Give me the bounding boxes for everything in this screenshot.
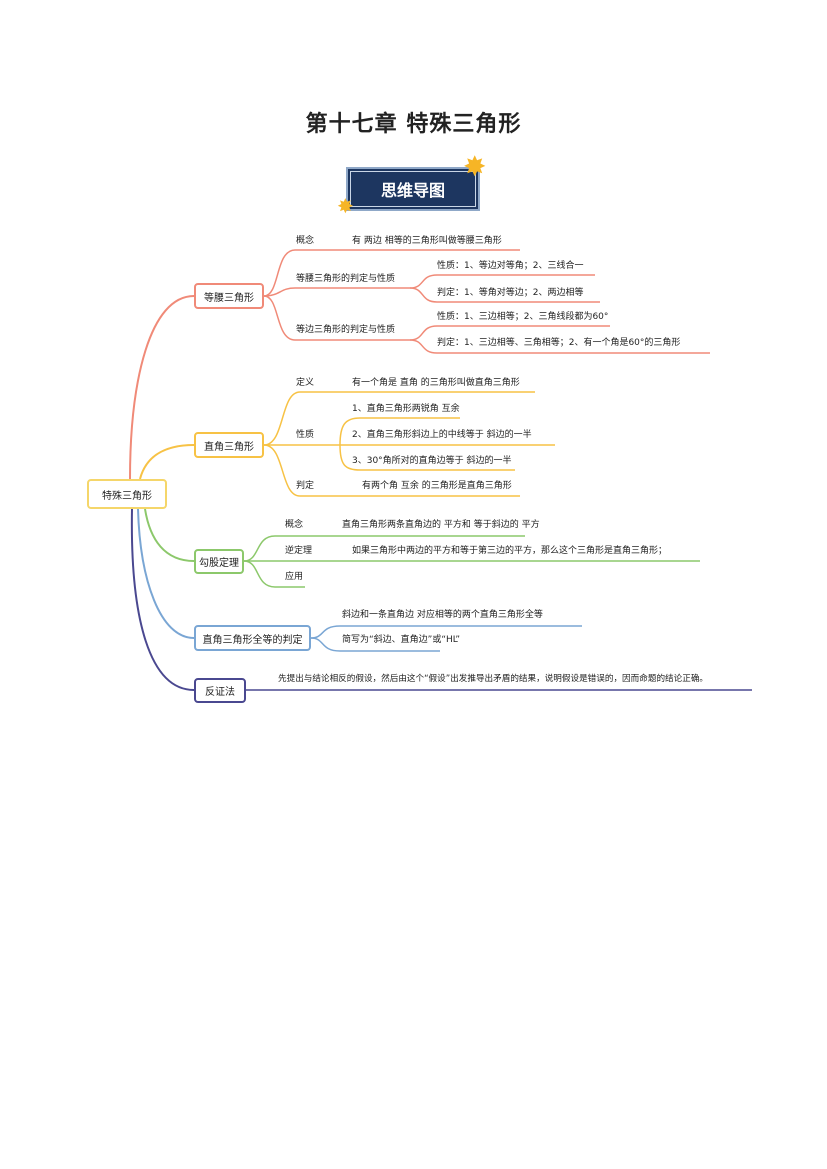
node-text: 有两个角 互余 的三角形是直角三角形: [362, 481, 512, 491]
node-label: 概念: [285, 520, 304, 530]
node-label: 等边三角形的判定与性质: [296, 325, 396, 335]
node-text: 性质：1、等边对等角；2、三线合一: [437, 261, 584, 271]
root-node[interactable]: 特殊三角形: [87, 479, 167, 509]
node-text: 先提出与结论相反的假设，然后由这个“假设”出发推导出矛盾的结果，说明假设是错误的…: [278, 674, 709, 684]
node-label: 定义: [296, 378, 315, 388]
node-text: 简写为“斜边、直角边”或“HL”: [342, 635, 461, 645]
node-label: 应用: [285, 572, 304, 582]
branch-right-triangle[interactable]: 直角三角形: [194, 432, 264, 458]
star-icon: ✸: [337, 194, 354, 218]
node-label: 性质: [296, 430, 315, 440]
node-text: 1、直角三角形两锐角 互余: [352, 404, 460, 414]
node-text: 判定：1、三边相等、三角相等；2、有一个角是60°的三角形: [437, 338, 681, 348]
node-text: 有 两边 相等的三角形叫做等腰三角形: [352, 236, 502, 246]
node-text: 如果三角形中两边的平方和等于第三边的平方，那么这个三角形是直角三角形；: [352, 546, 668, 556]
node-label: 概念: [296, 236, 315, 246]
star-icon: ✸: [463, 150, 487, 183]
branch-pythagorean[interactable]: 勾股定理: [194, 549, 244, 574]
branch-congruence[interactable]: 直角三角形全等的判定: [194, 625, 311, 651]
node-text: 2、直角三角形斜边上的中线等于 斜边的一半: [352, 430, 532, 440]
mind-map-badge: 思维导图: [346, 167, 480, 211]
node-text: 3、30°角所对的直角边等于 斜边的一半: [352, 456, 512, 466]
branch-proof-by-contradiction[interactable]: 反证法: [194, 678, 246, 703]
node-text: 直角三角形两条直角边的 平方和 等于斜边的 平方: [342, 520, 540, 530]
node-label: 逆定理: [285, 546, 313, 556]
node-label: 判定: [296, 481, 315, 491]
branch-isosceles[interactable]: 等腰三角形: [194, 283, 264, 309]
node-label: 等腰三角形的判定与性质: [296, 274, 396, 284]
node-text: 有一个角是 直角 的三角形叫做直角三角形: [352, 378, 520, 388]
node-text: 性质：1、三边相等；2、三角线段都为60°: [437, 312, 609, 322]
node-text: 斜边和一条直角边 对应相等的两个直角三角形全等: [342, 610, 543, 620]
page-title: 第十七章 特殊三角形: [305, 112, 522, 137]
node-text: 判定：1、等角对等边；2、两边相等: [437, 288, 584, 298]
